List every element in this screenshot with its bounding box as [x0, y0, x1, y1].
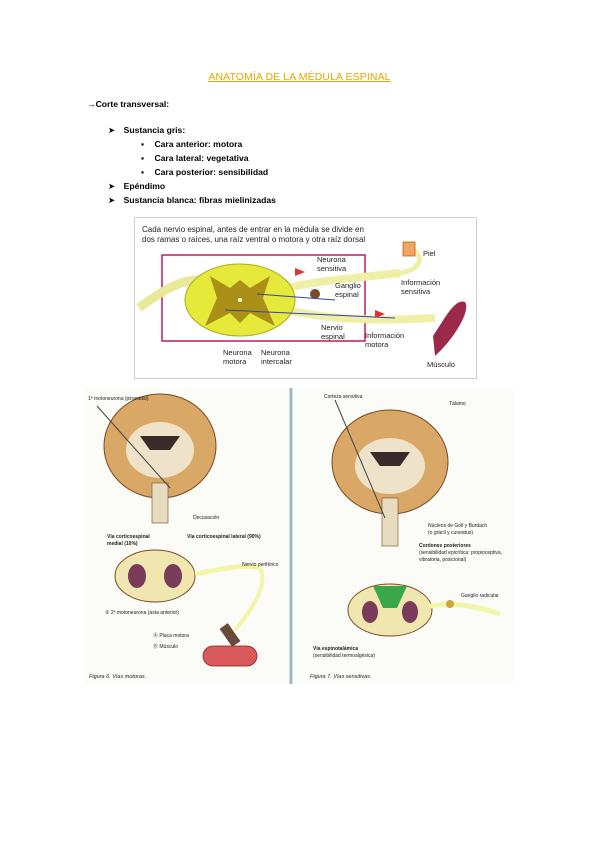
info-motora-label-2: motora — [365, 340, 389, 349]
pathways-diagram: 1ª motoneurona (piramidal) Decusación Ví… — [85, 388, 514, 684]
neurona-intercalar-label-2: intercalar — [261, 357, 292, 366]
segunda-motoneurona-label: ② 2ª motoneurona (asta anterior) — [105, 610, 179, 616]
square-bullet-icon: ▪ — [141, 153, 145, 163]
piel-label: Piel — [423, 249, 436, 258]
arrow-icon — [375, 310, 385, 318]
brainstem — [151, 482, 169, 524]
cara-posterior: ▪ Cara posterior: sensibilidad — [141, 167, 268, 177]
nervio-label-2: espinal — [321, 332, 345, 341]
nervio-label-1: Nervio — [321, 323, 343, 332]
primera-motoneurona-label: 1ª motoneurona (piramidal) — [88, 396, 149, 402]
cordones-label-1: Cordones posteriores — [419, 543, 471, 549]
pointer-icon: ➤ — [108, 195, 116, 205]
ganglio-label-2: espinal — [335, 290, 359, 299]
decusacion-label: Decusación — [193, 515, 219, 521]
spinal-nerve-figure: Cada nervio espinal, antes de entrar en … — [134, 217, 477, 379]
ependimo-line: ➤ Epéndimo — [108, 181, 165, 192]
motor-horn-right — [164, 564, 182, 588]
square-bullet-icon: ▪ — [141, 139, 145, 149]
sensory-horn-left — [362, 601, 378, 623]
sensory-cord-section — [347, 583, 433, 637]
cara-posterior-label: Cara posterior: sensibilidad — [154, 167, 269, 177]
blanca-label: Sustancia blanca: fibras mielinizadas — [123, 195, 276, 205]
dorsal-root — [284, 269, 401, 292]
nucleos-label-1: Núcleos de Goll y Burdach — [428, 523, 487, 529]
espinotalamica-label-2: (sensibilidad termoalgésica) — [313, 653, 375, 659]
corteza-label: Corteza sensitiva — [324, 394, 363, 400]
cordones-label-3: vibratoria, posicional) — [419, 557, 467, 563]
corte-line: →Corte transversal: — [87, 99, 169, 109]
espinotalamica-label-1: Vía espinotalámica — [313, 646, 358, 652]
cara-lateral: ▪ Cara lateral: vegetativa — [141, 153, 249, 163]
pointer-icon: ➤ — [108, 181, 116, 191]
musculo-motor-label: Ⓑ Músculo — [153, 643, 178, 650]
figure-6-caption: Figura 6. Vías motoras. — [89, 674, 146, 680]
arrow-icon: → — [87, 99, 96, 109]
gris-label: Sustancia gris: — [123, 125, 186, 135]
ventricle-sensory — [370, 452, 410, 466]
square-bullet-icon: ▪ — [141, 167, 145, 177]
arrow-icon — [295, 268, 305, 276]
neurona-sensitiva-label-2: sensitiva — [317, 264, 347, 273]
nucleos-label-2: (o grácil y cuneatus) — [428, 530, 473, 536]
cara-lateral-label: Cara lateral: vegetativa — [154, 153, 249, 163]
motor-cord-section — [114, 549, 196, 603]
sensory-axon — [256, 293, 336, 301]
figure-7-caption: Figura 7. Vías sensitivas. — [310, 674, 371, 680]
blanca-line: ➤ Sustancia blanca: fibras mielinizadas — [108, 195, 276, 206]
nervio-periferico-label: Nervio periférico — [242, 562, 279, 568]
info-motora-label-1: Información — [365, 331, 404, 340]
ependimo-label: Epéndimo — [123, 181, 166, 191]
sensory-root — [429, 601, 501, 617]
neurona-sensitiva-label-1: Neurona — [317, 255, 347, 264]
musculo-label: Músculo — [427, 360, 455, 369]
skin-icon — [402, 241, 416, 257]
page-title: ANATOMÍA DE LA MÉDULA ESPINAL — [208, 71, 391, 83]
pointer-icon: ➤ — [108, 125, 116, 135]
cortico-medial-label-2: medial (10%) — [107, 541, 138, 547]
corte-label: Corte transversal: — [95, 99, 170, 109]
motor-horn-left — [128, 564, 146, 588]
ventral-root — [284, 306, 436, 324]
cara-anterior-label: Cara anterior: motora — [154, 139, 243, 149]
info-sensitiva-label-2: sensitiva — [401, 287, 431, 296]
posterior-cords — [373, 586, 407, 608]
pathway-line — [96, 405, 171, 489]
fig1-caption-2: dos ramas o raíces, una raíz ventral o m… — [142, 235, 365, 244]
ventricle — [140, 436, 180, 450]
ganglio-label-1: Ganglio — [335, 281, 361, 290]
talamo-label: Tálamo — [449, 401, 466, 407]
muscle-icon — [433, 301, 467, 356]
ganglio-radicular-label: Ganglio radicular — [461, 593, 499, 599]
peripheral-nerve — [194, 563, 261, 577]
motor-axon — [224, 309, 396, 319]
brainstem-sensory — [381, 497, 399, 547]
info-sensitiva-label-1: Información — [401, 278, 440, 287]
cortico-lateral-label: Vía corticoespinal lateral (90%) — [187, 534, 261, 540]
neurona-motora-label-1: Neurona — [223, 348, 253, 357]
gris-line: ➤ Sustancia gris: — [108, 125, 185, 136]
cara-anterior: ▪ Cara anterior: motora — [141, 139, 242, 149]
pathways-figure: 1ª motoneurona (piramidal) Decusación Ví… — [85, 388, 514, 684]
cortico-medial-label-1: Vía corticoespinal — [107, 534, 150, 540]
placa-motora-label: Ⓐ Placa motora — [153, 632, 189, 639]
neurona-motora-label-2: motora — [223, 357, 247, 366]
central-canal — [238, 298, 242, 302]
sensory-pathway-line — [334, 399, 386, 519]
ganglion — [310, 289, 320, 299]
skin-nerve — [399, 247, 422, 276]
sensory-horn-right — [402, 601, 418, 623]
peripheral-nerve-down — [233, 567, 265, 632]
radicular-ganglion — [446, 600, 454, 608]
neurona-intercalar-label-1: Neurona — [261, 348, 291, 357]
motor-plate — [219, 623, 241, 647]
fig1-caption-1: Cada nervio espinal, antes de entrar en … — [142, 225, 364, 234]
spinal-nerve-diagram: Cada nervio espinal, antes de entrar en … — [136, 225, 467, 369]
cordones-label-2: (sensibilidad epicrítica: propioceptiva, — [419, 550, 502, 556]
muscle-fiber — [202, 645, 258, 667]
